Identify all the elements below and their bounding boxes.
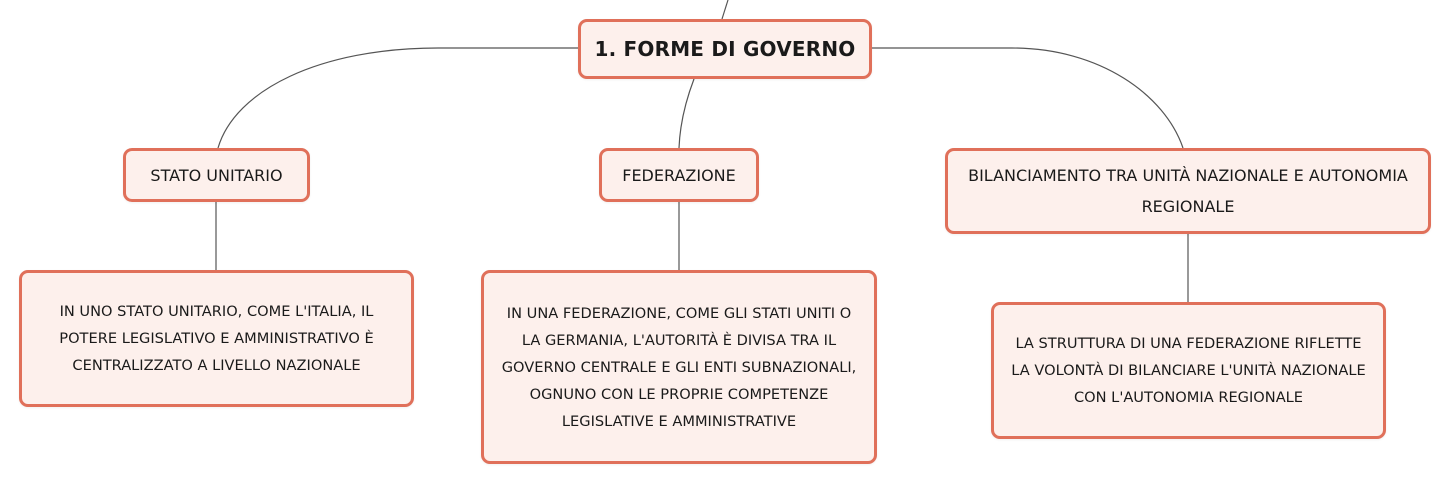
node-federazione-detail[interactable]: IN UNA FEDERAZIONE, COME GLI STATI UNITI… — [481, 270, 877, 464]
node-stato-unitario-label: STATO UNITARIO — [150, 165, 283, 185]
node-federazione[interactable]: FEDERAZIONE — [599, 148, 759, 202]
node-bilanciamento-label: BILANCIAMENTO TRA UNITÀ NAZIONALE E AUTO… — [968, 166, 1408, 216]
node-stato-unitario[interactable]: STATO UNITARIO — [123, 148, 310, 202]
root-node[interactable]: 1. FORME DI GOVERNO — [578, 19, 872, 79]
node-bilanciamento-detail[interactable]: LA STRUTTURA DI UNA FEDERAZIONE RIFLETTE… — [991, 302, 1386, 439]
node-federazione-label: FEDERAZIONE — [622, 165, 736, 185]
node-stato-unitario-detail[interactable]: IN UNO STATO UNITARIO, COME L'ITALIA, IL… — [19, 270, 414, 407]
root-node-label: 1. FORME DI GOVERNO — [594, 37, 856, 61]
connector-root-to-bilanciamento — [872, 47, 1184, 149]
node-stato-unitario-detail-text: IN UNO STATO UNITARIO, COME L'ITALIA, IL… — [59, 303, 374, 374]
connector-root-to-stato-unitario — [217, 47, 578, 149]
connector-root-to-federazione — [678, 78, 695, 149]
node-bilanciamento-detail-text: LA STRUTTURA DI UNA FEDERAZIONE RIFLETTE… — [1011, 335, 1366, 406]
connector-parent-to-root — [721, 0, 729, 20]
node-federazione-detail-text: IN UNA FEDERAZIONE, COME GLI STATI UNITI… — [501, 304, 857, 430]
node-bilanciamento[interactable]: BILANCIAMENTO TRA UNITÀ NAZIONALE E AUTO… — [945, 148, 1431, 234]
